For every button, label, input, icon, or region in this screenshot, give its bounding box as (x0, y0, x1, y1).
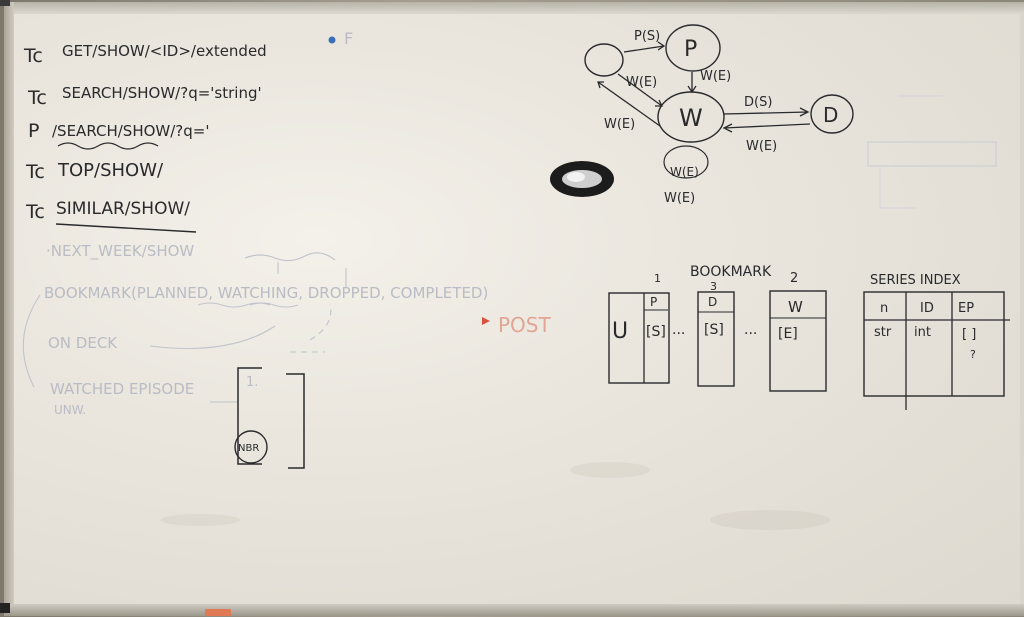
state-label-d: D (823, 103, 838, 127)
faint-box (867, 95, 997, 209)
endpoint-text: SIMILAR/SHOW/ (56, 199, 190, 219)
state-node-p (665, 24, 721, 72)
ellipsis: ... (672, 322, 685, 338)
circled-item (234, 430, 268, 464)
bookmark-num: 1 (654, 272, 661, 285)
table-u (608, 292, 670, 384)
edge-arrow (687, 72, 697, 94)
edge-label: W(E) (670, 165, 699, 179)
red-arrowhead (482, 317, 490, 325)
state-node-d (810, 94, 854, 134)
w-header: W (788, 298, 803, 316)
bracket-list: 1. NBR (234, 367, 305, 469)
edge-label: W(E) (604, 117, 635, 132)
row-cell: str (874, 325, 892, 340)
endpoint-prefix: P (28, 120, 39, 142)
w-value: [E] (778, 326, 798, 342)
faint-loop (22, 294, 41, 388)
right-bracket (286, 373, 305, 469)
edge-arrow (623, 41, 666, 53)
d-header: D (708, 295, 717, 309)
faint-dashed (290, 303, 332, 353)
question-mark: ? (970, 348, 976, 361)
table-d (697, 291, 735, 387)
squiggle-underline (57, 142, 159, 150)
endpoint-prefix: Tc (27, 87, 47, 109)
faint-watched: WATCHED EPISODE (50, 380, 194, 398)
state-label-p: P (684, 37, 697, 62)
faint-next-week: ·NEXT_WEEK/SHOW (46, 242, 194, 261)
endpoint-list: Tc GET/SHOW/<ID>/extended Tc SEARCH/SHOW… (23, 42, 267, 233)
edge-arrow (597, 81, 661, 127)
edge-label: D(S) (744, 95, 772, 110)
whiteboard (4, 2, 1024, 614)
underline (55, 223, 197, 233)
state-node-w (657, 91, 725, 143)
magnet-eraser (550, 161, 614, 197)
edge-arrow (617, 73, 664, 107)
header-cell: ID (920, 301, 934, 316)
edge-label: W(E) (700, 69, 731, 84)
edge-label: W(E) (746, 139, 777, 154)
header-cell: EP (958, 301, 974, 316)
edge-arrow (722, 123, 811, 133)
faint-on-deck: ON DECK (48, 334, 118, 352)
edge-label: P(S) (634, 29, 660, 44)
endpoint-prefix: Tc (25, 161, 45, 183)
blue-magnet (328, 36, 336, 44)
state-label-w: W (679, 104, 703, 132)
endpoint-prefix: Tc (25, 201, 45, 223)
whiteboard-frame-top (4, 2, 1024, 12)
frame-corner (0, 0, 10, 6)
faint-bookmark: BOOKMARK(PLANNED, WATCHING, DROPPED, COM… (44, 284, 488, 302)
faint-notes: ·NEXT_WEEK/SHOW BOOKMARK(PLANNED, WATCHI… (22, 242, 551, 417)
row-cell: int (914, 325, 931, 340)
row-cell: [ ] (962, 327, 976, 342)
bookmark-num: 2 (790, 271, 798, 286)
left-bracket (237, 367, 262, 465)
endpoint-text: /SEARCH/SHOW/?q=' (52, 122, 209, 140)
series-index-title: SERIES INDEX (870, 273, 961, 288)
faint-unw: UNW. (54, 403, 86, 417)
endpoint-text: GET/SHOW/<ID>/extended (62, 42, 267, 60)
bookmark-title: BOOKMARK (690, 264, 772, 280)
ellipsis: ... (744, 322, 757, 338)
endpoint-text: SEARCH/SHOW/?q='string' (62, 84, 262, 102)
edge-label: W(E) (664, 191, 695, 206)
circled-text: NBR (238, 443, 259, 454)
u-header: U (612, 319, 628, 344)
marker-cap (205, 609, 231, 616)
endpoint-text: TOP/SHOW/ (57, 160, 164, 181)
series-index-table: SERIES INDEX n ID EP str int [ ] ? (863, 273, 1010, 410)
p-value: [S] (646, 324, 666, 340)
faint-arrows (149, 262, 347, 350)
endpoint-prefix: Tc (23, 45, 43, 67)
header-cell: n (880, 301, 888, 316)
state-diagram: P W D P(S) W(E) W(E) D(S) W(E) W(E) W(E)… (584, 24, 854, 206)
faint-post: POST (498, 313, 551, 337)
frame-corner (0, 603, 10, 613)
whiteboard-marker-tray (4, 604, 1024, 616)
smudges (160, 462, 830, 530)
bracket-item: 1. (246, 375, 258, 390)
series-index-grid (864, 292, 1010, 410)
state-node-start (584, 43, 624, 77)
edge-label: W(E) (626, 75, 657, 90)
self-loop (663, 145, 709, 179)
bookmark-table: BOOKMARK 1 3 2 U P [S] ... D [S] ... W [… (608, 264, 827, 392)
table-w (769, 290, 827, 392)
faint-squiggle (197, 302, 299, 308)
edge-arrow (723, 107, 810, 117)
bookmark-num: 3 (710, 280, 717, 293)
whiteboard-frame-left (4, 2, 14, 614)
faint-dash (244, 252, 336, 262)
d-value: [S] (704, 322, 724, 338)
p-header: P (650, 295, 657, 309)
series-index-border (863, 291, 1005, 397)
faint-letter: F (344, 29, 353, 48)
